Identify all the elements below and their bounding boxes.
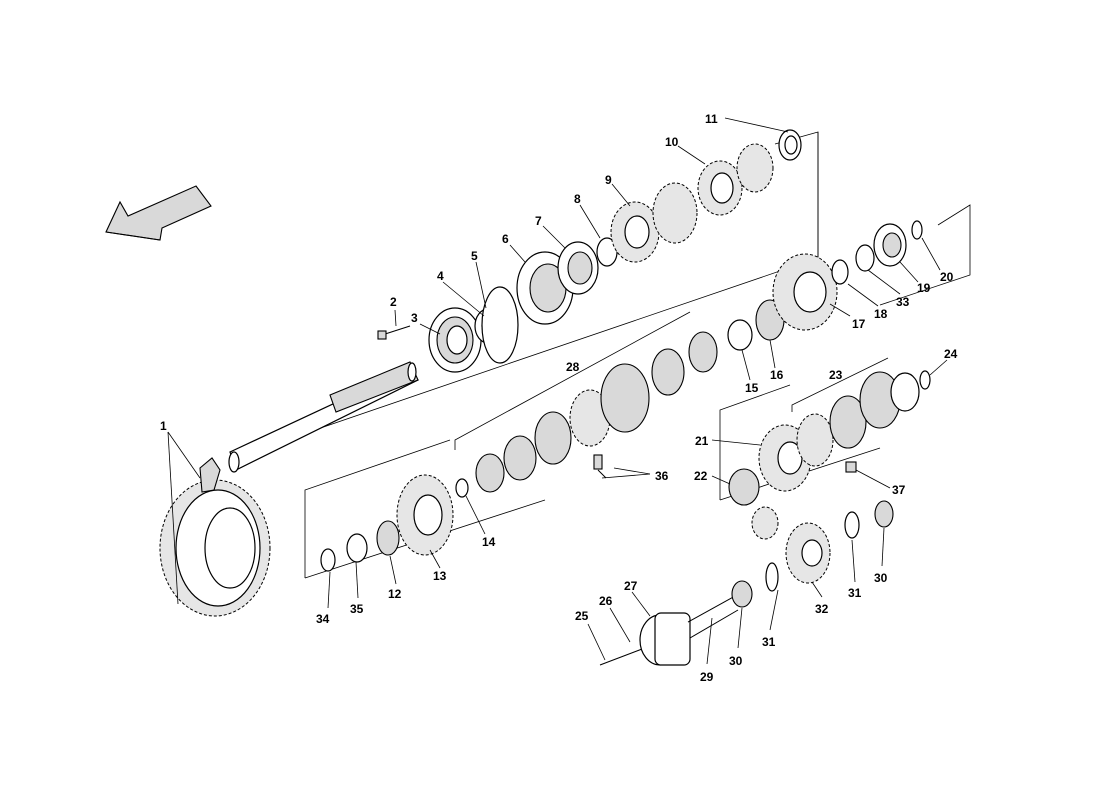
- callout-20: 20: [940, 270, 954, 284]
- callout-1: 1: [160, 419, 167, 433]
- callout-labels: 1 2 3 4 5 6 7 8 9 10 11 12 13 14 15 16 1…: [160, 112, 958, 684]
- direction-arrow-icon: [105, 185, 212, 241]
- callout-37: 37: [892, 483, 906, 497]
- callout-16: 16: [770, 368, 784, 382]
- callout-35: 35: [350, 602, 364, 616]
- callout-17: 17: [852, 317, 866, 331]
- callout-32: 32: [815, 602, 829, 616]
- callout-4: 4: [437, 269, 444, 283]
- callout-7: 7: [535, 214, 542, 228]
- callout-25: 25: [575, 609, 589, 623]
- callout-36: 36: [655, 469, 669, 483]
- callout-18: 18: [874, 307, 888, 321]
- callout-21: 21: [695, 434, 709, 448]
- callout-5: 5: [471, 249, 478, 263]
- callout-27: 27: [624, 579, 638, 593]
- callout-30-a: 30: [729, 654, 743, 668]
- callout-11: 11: [705, 112, 718, 126]
- callout-6: 6: [502, 232, 509, 246]
- callout-31-a: 31: [762, 635, 776, 649]
- lower-right-parts: [728, 370, 931, 584]
- callout-14: 14: [482, 535, 496, 549]
- callout-10: 10: [665, 135, 679, 149]
- callout-2: 2: [390, 295, 397, 309]
- pump-assembly: [599, 562, 779, 666]
- upper-shaft-parts: [377, 129, 802, 373]
- callout-19: 19: [917, 281, 931, 295]
- callout-31-b: 31: [848, 586, 862, 600]
- callout-13: 13: [433, 569, 447, 583]
- callout-24: 24: [944, 347, 958, 361]
- callout-34: 34: [316, 612, 330, 626]
- callout-28: 28: [566, 360, 580, 374]
- callout-8: 8: [574, 192, 581, 206]
- callout-23: 23: [829, 368, 843, 382]
- callout-33: 33: [896, 295, 910, 309]
- leader-lines: [167, 117, 948, 665]
- callout-26: 26: [599, 594, 613, 608]
- callout-9: 9: [605, 173, 612, 187]
- middle-shaft-parts: [320, 220, 923, 572]
- callout-22: 22: [694, 469, 708, 483]
- callout-29: 29: [700, 670, 714, 684]
- callout-12: 12: [388, 587, 402, 601]
- callout-3: 3: [411, 311, 418, 325]
- main-shaft: [159, 361, 419, 617]
- callout-15: 15: [745, 381, 759, 395]
- callout-30-b: 30: [874, 571, 888, 585]
